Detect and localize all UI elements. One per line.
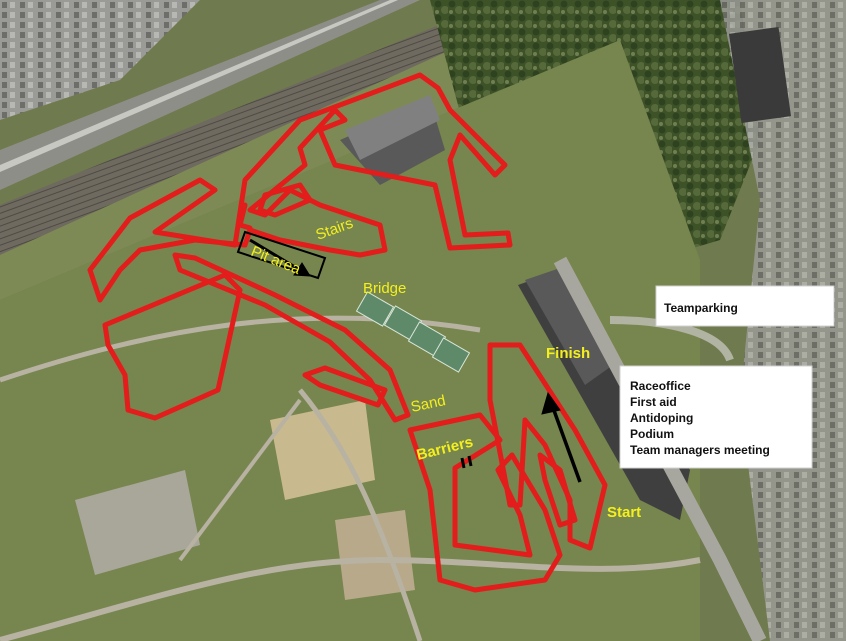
course-sand-loop bbox=[302, 365, 388, 408]
teamparking-box: Teamparking bbox=[655, 285, 835, 327]
label-sand: Sand bbox=[409, 392, 447, 416]
info-line-antidoping: Antidoping bbox=[630, 411, 693, 425]
info-line-team-managers-meeting: Team managers meeting bbox=[630, 443, 770, 457]
race-course bbox=[87, 72, 608, 593]
pit-area bbox=[236, 230, 327, 280]
course-loop-west bbox=[102, 272, 243, 421]
label-bridge: Bridge bbox=[363, 280, 406, 297]
barrier-mark bbox=[467, 455, 473, 467]
teamparking-label: Teamparking bbox=[664, 301, 738, 315]
barrier-mark bbox=[460, 457, 466, 469]
label-start: Start bbox=[607, 504, 641, 521]
pit-direction-arrow bbox=[249, 238, 301, 272]
finish-direction-arrow bbox=[550, 404, 582, 483]
course-middle-band bbox=[172, 252, 411, 423]
course-south-loop bbox=[407, 412, 563, 593]
info-line-podium: Podium bbox=[630, 427, 674, 441]
finish-arrow-head bbox=[541, 391, 561, 415]
info-line-raceoffice: Raceoffice bbox=[630, 379, 691, 393]
course-loop-stairs bbox=[237, 182, 313, 231]
info-box: Raceoffice First aid Antidoping Podium T… bbox=[619, 365, 813, 469]
label-finish: Finish bbox=[546, 345, 590, 362]
direction-arrows bbox=[249, 238, 582, 483]
pit-arrow-head bbox=[293, 262, 311, 277]
course-loop-north bbox=[87, 72, 513, 303]
course-east-inner bbox=[537, 452, 578, 528]
info-line-first-aid: First aid bbox=[630, 395, 677, 409]
